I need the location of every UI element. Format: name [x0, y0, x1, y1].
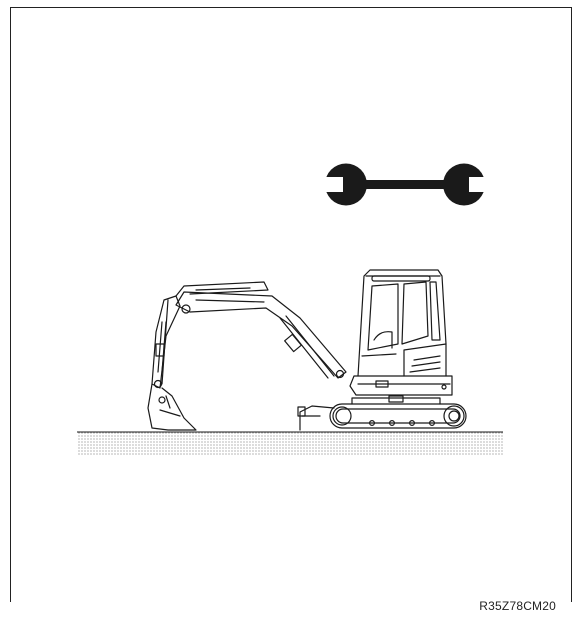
excavator-bucket — [147, 383, 197, 431]
excavator-arm-cylinder — [155, 321, 167, 373]
ground — [77, 431, 503, 456]
figure-frame — [10, 7, 572, 602]
figure-id-label: R35Z78CM20 — [479, 599, 556, 613]
excavator-arm — [151, 281, 269, 389]
excavator-upper-body — [349, 343, 453, 396]
excavator-boom-cylinder — [279, 315, 335, 379]
excavator-illustration — [147, 269, 467, 431]
excavator-boom — [175, 291, 347, 379]
excavator-cab — [357, 269, 447, 377]
excavator-track — [329, 395, 467, 429]
wrench-icon — [321, 163, 491, 206]
excavator-dozer-blade — [297, 405, 335, 431]
